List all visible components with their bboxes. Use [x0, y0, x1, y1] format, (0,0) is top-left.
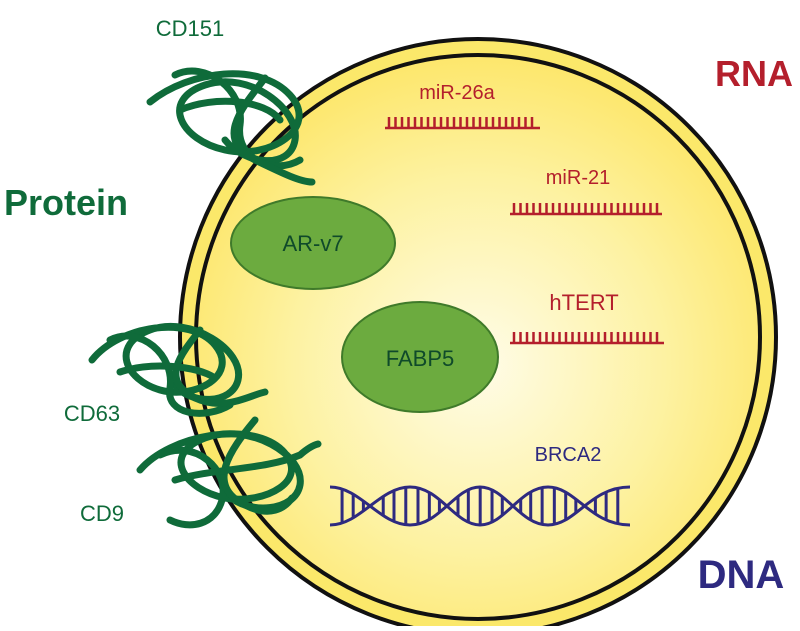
cd151-label: CD151 [156, 16, 224, 41]
cd63-protein-icon [88, 322, 269, 417]
brca2-dna-helix [329, 485, 631, 527]
fabp5-protein-blob [341, 301, 499, 413]
protein-category-label: Protein [4, 182, 128, 223]
fabp5-label: FABP5 [386, 346, 454, 371]
cd63-label: CD63 [64, 401, 120, 426]
arv7-label: AR-v7 [282, 231, 343, 256]
dna-category-label: DNA [698, 553, 785, 597]
mir26a-label: miR-26a [419, 82, 495, 104]
htert-label: hTERT [549, 290, 618, 315]
rna-category-label: RNA [715, 53, 793, 94]
mir21-rna-strand [510, 203, 662, 216]
cd9-protein-icon [136, 416, 322, 529]
mir26a-rna-strand [385, 117, 540, 130]
htert-rna-strand [510, 332, 664, 345]
mir21-label: miR-21 [546, 167, 610, 189]
cd9-label: CD9 [80, 501, 124, 526]
brca2-label: BRCA2 [535, 444, 602, 466]
arv7-protein-blob [230, 196, 396, 290]
cd151-protein-icon [146, 67, 316, 186]
